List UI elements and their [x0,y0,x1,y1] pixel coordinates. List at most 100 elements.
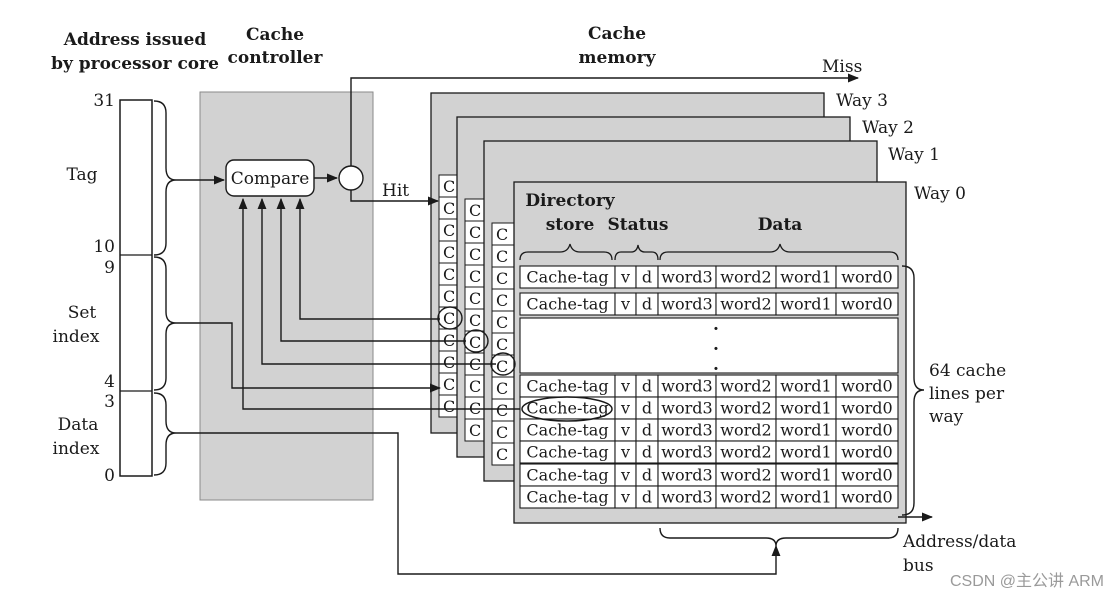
address-register [119,99,153,477]
back-cell-text: C [496,269,508,288]
table-cell-text: word2 [720,295,771,314]
table-cell-text: v [620,466,630,485]
table-cell-text: d [642,488,652,507]
table-cell-text: word1 [780,443,831,462]
table-cell [835,440,899,464]
back-cell-text: C [496,313,508,332]
ellipsis-dot-1: . [713,315,719,335]
table-cell-text: word3 [661,377,712,396]
directory-store-header-line1: Directory [525,191,615,211]
table-cell-text: d [642,268,652,287]
back-cell-text: C [496,379,508,398]
table-cell-text: word2 [720,399,771,418]
table-cell-text: word3 [661,466,712,485]
table-cell-text: word1 [780,421,831,440]
tag-return-wire-way3 [295,197,440,320]
tag-field-label: Tag [66,165,97,185]
table-cell-text: word1 [780,377,831,396]
back-cell-text: C [443,309,455,328]
cache-controller-panel [199,91,374,501]
miss-wire [350,73,860,166]
table-cell-text: Cache-tag [526,377,608,396]
status-brace [614,244,659,261]
memory-heading-line1: Cache [588,24,646,44]
back-cell-text: C [443,353,455,372]
back-cell-text: C [496,335,508,354]
back-cell-text: C [496,247,508,266]
bit-3: 3 [104,392,115,412]
way-label-2: Way 2 [862,118,914,138]
data-index-label-line2: index [53,439,100,459]
table-cell-text: Cache-tag [526,268,608,287]
back-cell-text: C [469,267,481,286]
table-cell-text: Cache-tag [526,466,608,485]
data-index-label-line1: Data [58,415,99,435]
back-cell-text: C [443,221,455,240]
data-index-wire [176,432,781,575]
set-index-wire [176,322,442,393]
table-cell-text: word3 [661,488,712,507]
table-cell-text: word0 [841,488,892,507]
compare-label: Compare [231,169,310,189]
table-cell-text: v [620,399,630,418]
table-cell-text: d [642,466,652,485]
back-cell-text: C [443,375,455,394]
miss-label: Miss [822,57,862,77]
table-cell-text: word3 [661,421,712,440]
ellipsis-region [519,317,899,374]
set-index-label-line2: index [53,327,100,347]
back-cell-text: C [469,311,481,330]
table-cell-text: word2 [720,268,771,287]
table-cell-text: v [620,268,630,287]
table-cell-text: Cache-tag [526,399,608,418]
selected-tag-way1 [490,352,516,376]
hit-label: Hit [382,181,409,201]
back-cell-text: C [469,377,481,396]
status-header: Status [608,215,669,235]
bus-label-line2: bus [903,556,934,576]
address-heading-line2: by processor core [51,54,219,74]
back-cell-text: C [469,421,481,440]
table-cell-text: word0 [841,399,892,418]
watermark: CSDN @主公讲 ARM [950,572,1104,590]
tag-brace [153,100,177,256]
back-cell-text: C [443,397,455,416]
table-cell [835,265,899,289]
set-index-brace [153,256,177,391]
table-cell-text: Cache-tag [526,488,608,507]
table-cell-text: word0 [841,466,892,485]
back-cell-text: C [443,243,455,262]
back-cell-text: C [469,245,481,264]
table-cell-text: v [620,377,630,396]
back-cell-text: C [443,287,455,306]
selected-tag-way0 [521,396,613,422]
table-cell-text: v [620,443,630,462]
table-cell-text: d [642,377,652,396]
set-index-label-line1: Set [68,303,97,323]
back-cell-text: C [469,223,481,242]
cache-lines-label-line3: way [929,407,964,427]
table-cell-text: word3 [661,399,712,418]
data-bus-brace [659,527,899,547]
table-cell-text: v [620,488,630,507]
bit-0: 0 [104,466,115,486]
controller-heading-line1: Cache [246,25,304,45]
table-cell-text: d [642,295,652,314]
directory-store-brace [519,243,613,261]
table-cell-text: word1 [780,295,831,314]
bit-10: 10 [93,237,115,257]
back-cell-text: C [469,333,481,352]
table-cell-text: word2 [720,377,771,396]
table-cell-text: d [642,421,652,440]
tag-return-wire-way2 [276,197,466,342]
back-cell-text: C [469,201,481,220]
back-cell-text: C [496,291,508,310]
table-cell-text: v [620,421,630,440]
table-cell-text: word3 [661,295,712,314]
table-cell-text: word0 [841,377,892,396]
table-cell-text: Cache-tag [526,421,608,440]
bit-9: 9 [104,258,115,278]
cache-lines-brace [901,265,925,516]
table-cell-text: word0 [841,443,892,462]
selected-tag-way2 [463,329,489,353]
